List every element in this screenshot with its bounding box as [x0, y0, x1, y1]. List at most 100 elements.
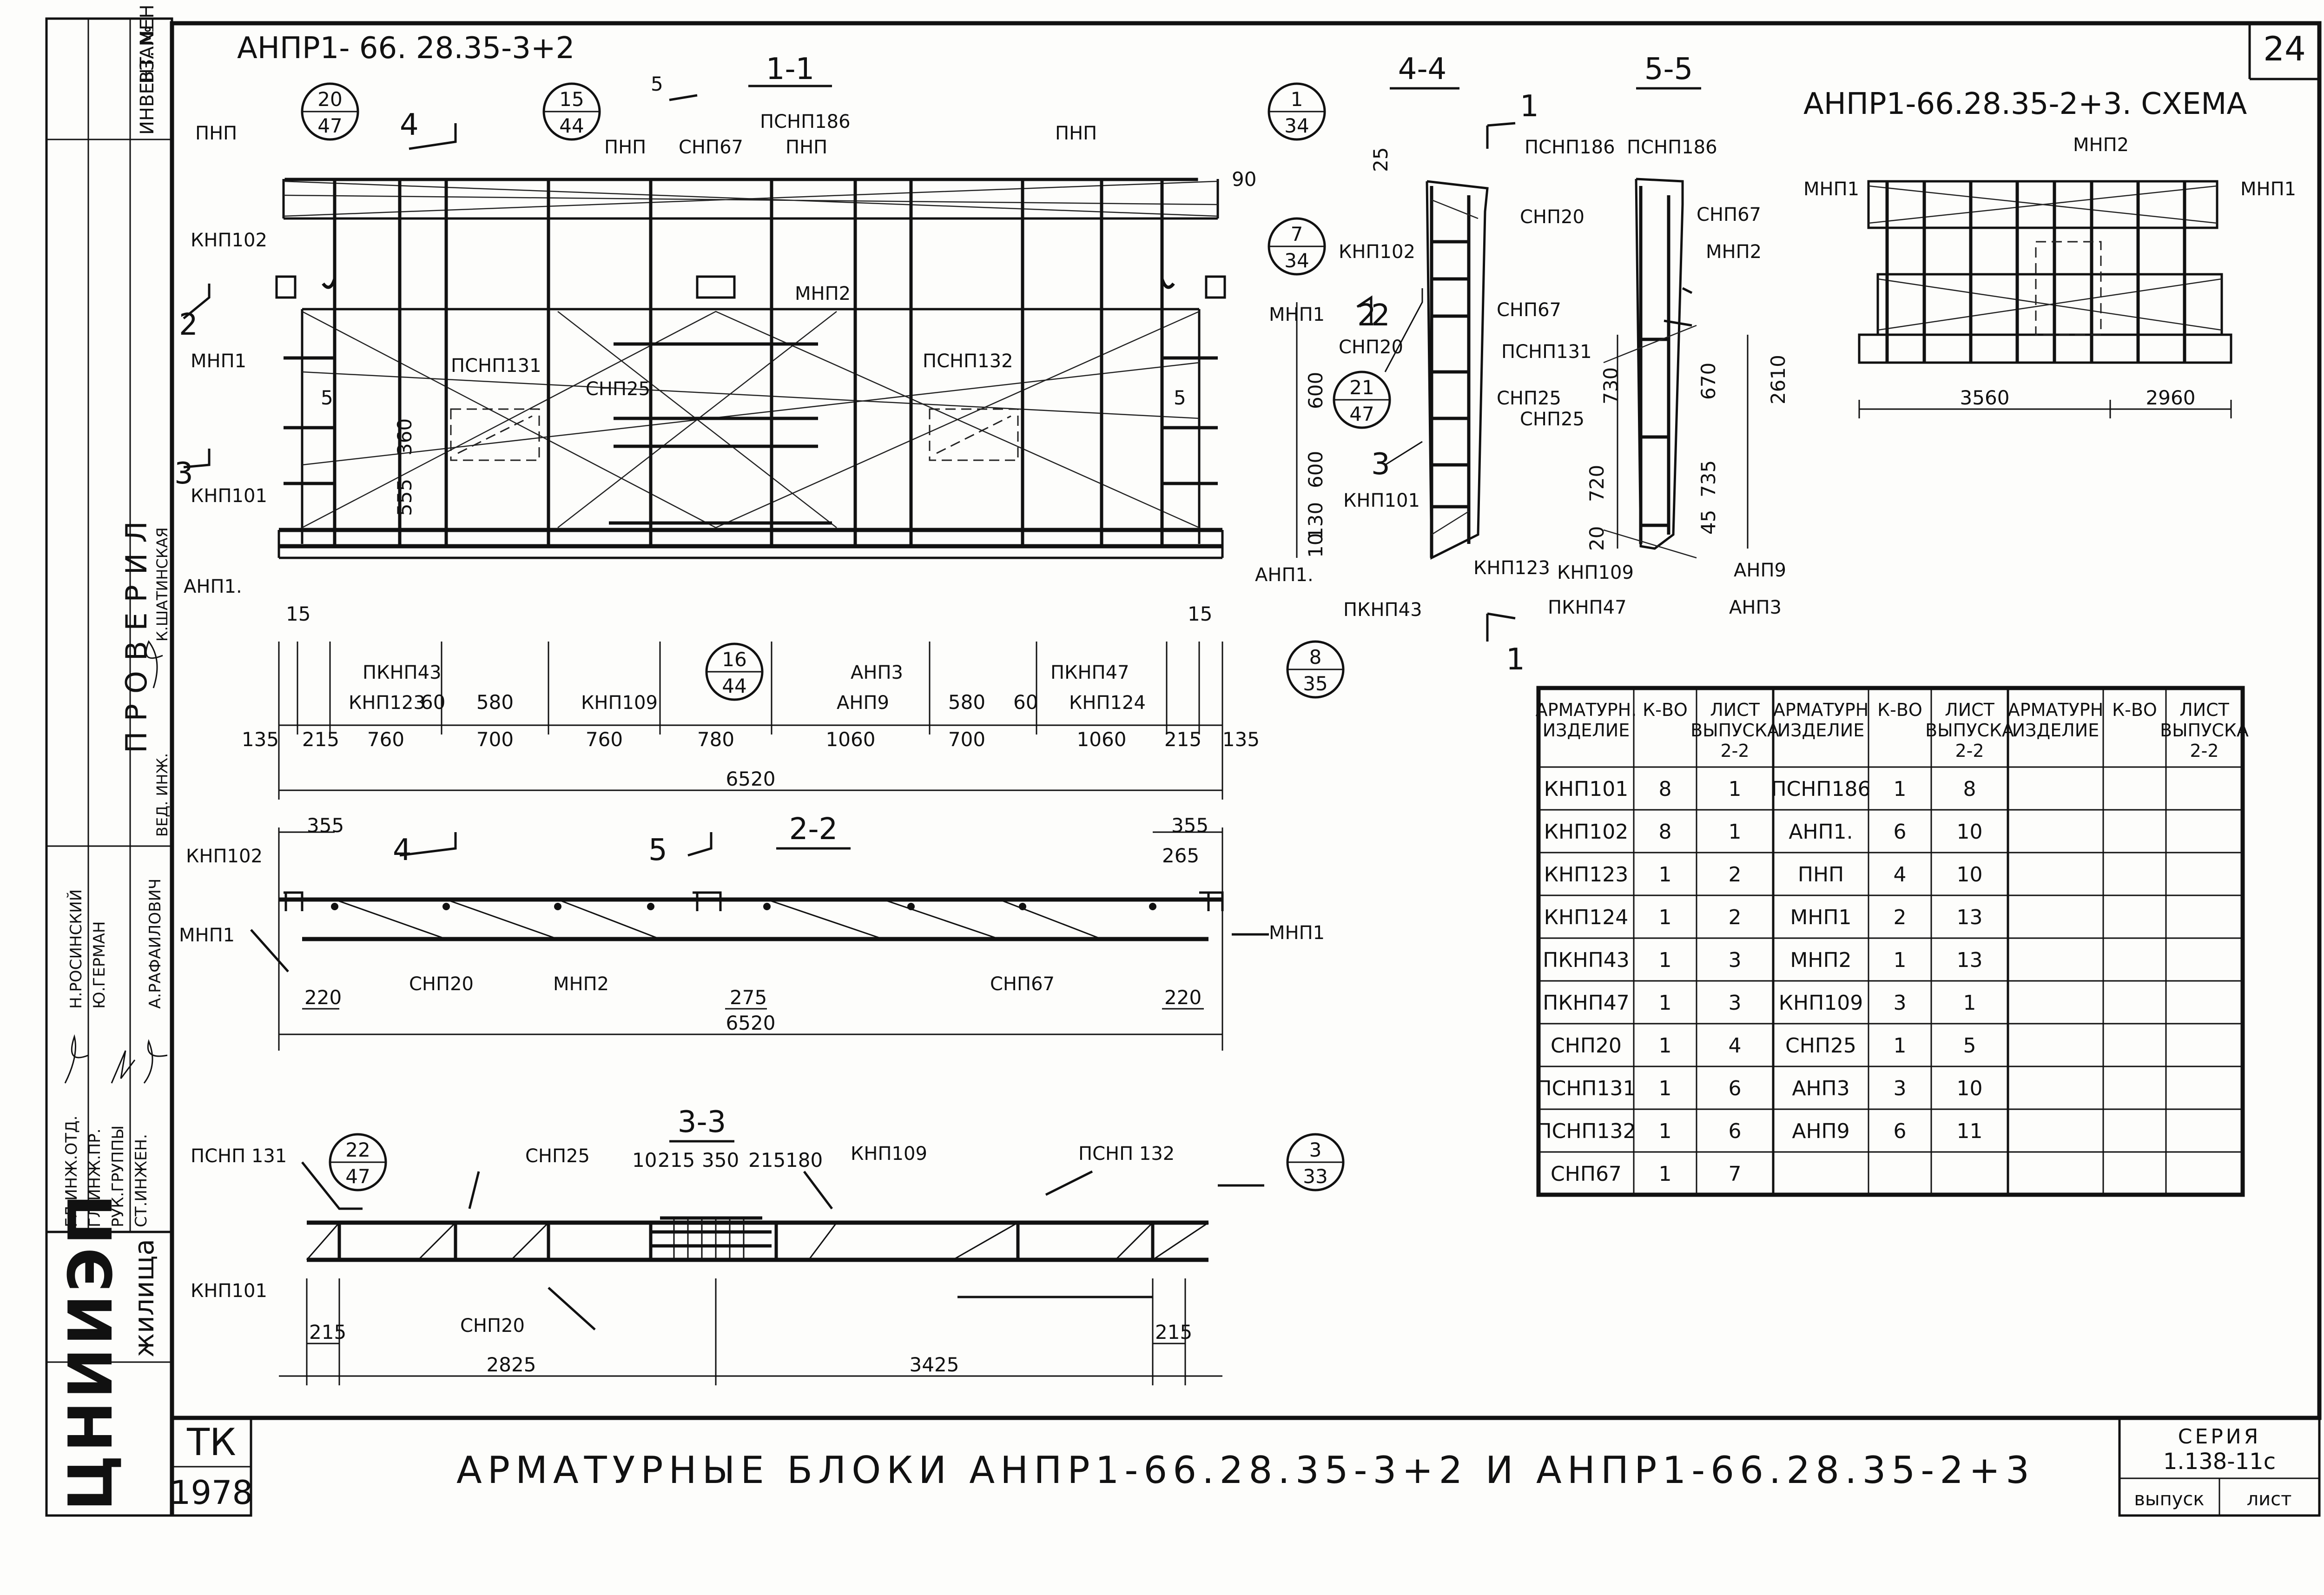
spec-table-cell: 13 [1957, 906, 1983, 929]
dim-22-total: 6520 [726, 1012, 776, 1034]
dim-33-3425: 3425 [910, 1353, 959, 1376]
dim-33-215b: 215 [748, 1149, 786, 1171]
spec-table-cell: 3 [1894, 991, 1907, 1015]
spec-table-cell: 1 [1659, 948, 1672, 972]
svg-text:3: 3 [1309, 1138, 1322, 1161]
signature-mark-3 [143, 1039, 168, 1084]
spec-table-cell: 10 [1957, 863, 1983, 887]
section-3-3-drawing [279, 1161, 1264, 1385]
dim-1-1-6: 1060 [826, 728, 876, 751]
dim-33-215-left: 215 [309, 1321, 346, 1344]
label-44-snp20: СНП20 [1339, 337, 1403, 358]
label-44-snp25: СНП25 [1497, 388, 1561, 409]
spec-table-cell: 6 [1729, 1119, 1742, 1143]
spec-table-cell: 4 [1894, 863, 1907, 887]
label-psnp186: ПСНП186 [760, 111, 851, 132]
invent-label: ИНВЕНТ. № [137, 26, 158, 135]
spec-table-cell: 11 [1957, 1119, 1983, 1143]
block-code-title: АНПР1- 66. 28.35-3+2 [237, 31, 574, 66]
label-pknp47: ПКНП47 [1050, 662, 1129, 683]
svg-text:34: 34 [1284, 249, 1309, 272]
callout-16-44: 16 44 [705, 642, 764, 701]
dim-1-1-10: 135 [1222, 728, 1260, 751]
label-44-psnp131: ПСНП131 [1501, 341, 1592, 363]
callout-21-47: 21 47 [1333, 371, 1391, 429]
section-3-3-title: 3-3 [678, 1105, 726, 1139]
label-snp67: СНП67 [679, 137, 743, 158]
dim-5-right: 5 [1174, 386, 1186, 409]
name-3: А.РАФАИЛОВИЧ [146, 879, 165, 1009]
dim-22-265: 265 [1162, 844, 1199, 867]
scheme-title: АНПР1-66.28.35-2+3. СХЕМА [1803, 87, 2247, 121]
scheme-dim-2960: 2960 [2146, 386, 2196, 409]
spec-table-cell: 7 [1729, 1162, 1742, 1186]
label-mnp1-left: МНП1 [191, 351, 246, 372]
label-22-snp67: СНП67 [990, 973, 1055, 995]
spec-table-cell: 3 [1729, 948, 1742, 972]
dim-555: 555 [393, 479, 416, 516]
label-pnp-mid: ПНП [604, 137, 646, 158]
dim-1-1-7: 700 [948, 728, 985, 751]
dim-33-350: 350 [702, 1149, 739, 1171]
scheme-mnp1-right: МНП1 [2240, 179, 2296, 200]
label-anp9: АНП9 [837, 692, 889, 714]
label-44-knp123: КНП123 [1473, 557, 1550, 579]
label-anp1-left: АНП1. [184, 576, 242, 597]
dim-5-left: 5 [321, 386, 333, 409]
dim-55-730: 730 [1599, 367, 1622, 404]
spec-table-cell: 13 [1957, 948, 1983, 972]
dim-55-45: 45 [1697, 510, 1720, 535]
spec-table-cell: 6 [1729, 1077, 1742, 1100]
dim-1-1-top-0: 580 [476, 691, 514, 714]
cut-mark-2-right: 2 [1371, 298, 1390, 333]
cut-marks [183, 94, 1373, 469]
label-pnp-left: ПНП [195, 123, 237, 144]
spec-table-cell: МНП1 [1790, 906, 1851, 929]
label-22-mnp1-left: МНП1 [179, 925, 235, 946]
spec-table-header: К-ВО [2112, 700, 2157, 720]
svg-text:35: 35 [1303, 672, 1327, 695]
dim-44-130: 130 [1304, 502, 1327, 539]
signature-mark-4 [145, 640, 163, 688]
spec-table-cell: 5 [1963, 1034, 1976, 1058]
section-4-4-title: 4-4 [1398, 52, 1447, 86]
label-33-snp20: СНП20 [460, 1315, 525, 1337]
spec-table-cell: ПСНП132 [1537, 1119, 1636, 1143]
section-2-2-drawing [250, 827, 1269, 1051]
spec-table-cell: 1 [1659, 1119, 1672, 1143]
label-55-anp9: АНП9 [1734, 560, 1786, 581]
label-knp101: КНП101 [191, 485, 267, 507]
label-55-mnp2: МНП2 [1706, 241, 1762, 263]
dim-55-670: 670 [1697, 363, 1720, 400]
callout-3-33: 3 33 [1286, 1133, 1345, 1191]
label-22-snp20: СНП20 [409, 973, 474, 995]
dim-55-20: 20 [1585, 526, 1608, 551]
year-label: 1978 [170, 1474, 253, 1512]
label-33-psnp132: ПСНП 132 [1078, 1143, 1175, 1165]
dim-1-1-2: 760 [367, 728, 404, 751]
section-5-5-drawing [1603, 178, 1749, 559]
spec-table-cell: 1 [1729, 777, 1742, 801]
dim-44-10: 10 [1304, 533, 1327, 558]
label-33-knp101: КНП101 [191, 1280, 267, 1302]
svg-text:47: 47 [317, 114, 342, 137]
svg-text:21: 21 [1349, 376, 1374, 399]
cut-4-22: 4 [393, 833, 412, 867]
role-3: РУК.ГРУППЫ [109, 1125, 127, 1227]
spec-table-cell: 1 [1659, 1162, 1672, 1186]
label-snp25: СНП25 [586, 378, 650, 400]
dim-1-1-4: 760 [586, 728, 623, 751]
role-1: ГЛ.ИНЖ.ОТД. [62, 1116, 81, 1227]
label-pnp-right: ПНП [1055, 123, 1097, 144]
label-33-psnp131: ПСНП 131 [191, 1145, 287, 1167]
cut-mark-3: 3 [174, 457, 193, 491]
section-4-4-drawing [1384, 122, 1516, 642]
sheet-number: 24 [2263, 29, 2306, 68]
scheme-dim-3560: 3560 [1960, 386, 2010, 409]
signature-marks [64, 1034, 136, 1084]
list-label: лист [2247, 1489, 2292, 1510]
svg-text:47: 47 [1349, 403, 1374, 425]
label-psnp131: ПСНП131 [451, 355, 541, 377]
